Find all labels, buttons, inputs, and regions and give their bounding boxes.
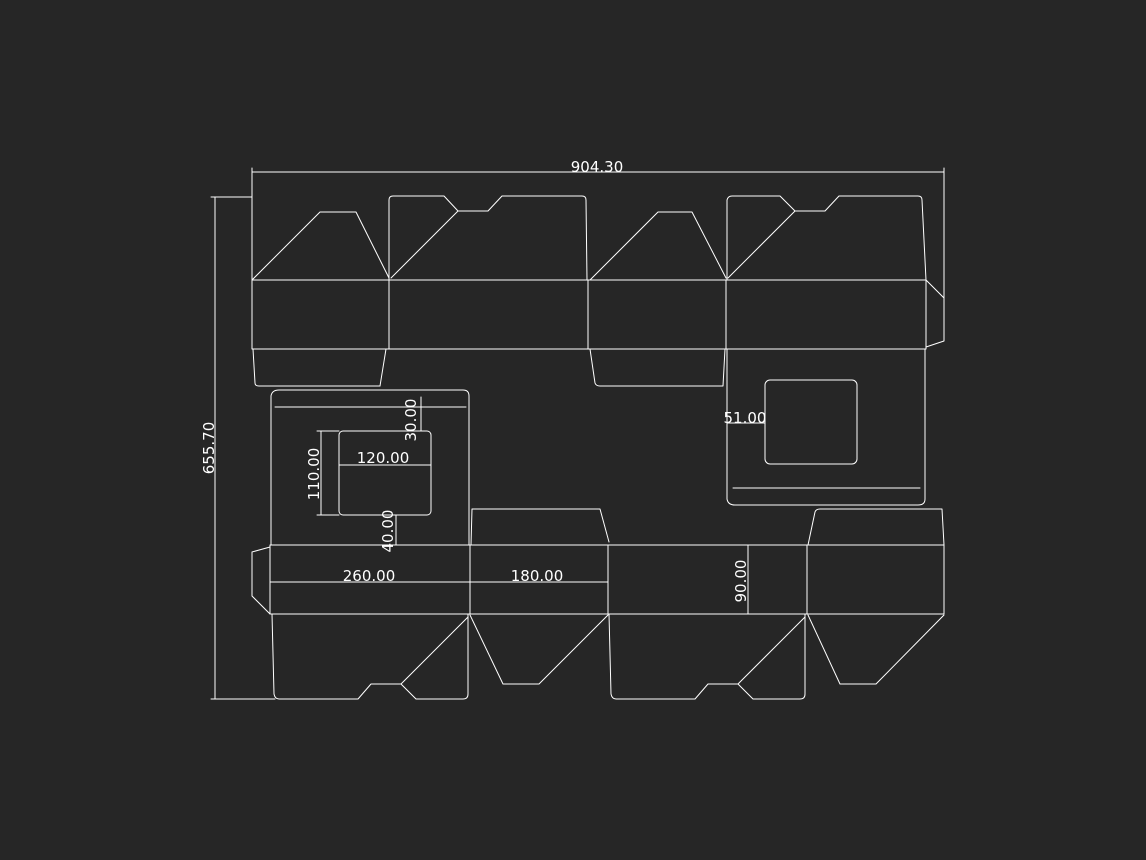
label-window-top-offset: 30.00 xyxy=(402,399,420,442)
inner-dimension-lines xyxy=(316,396,766,615)
lower-top-flap-1 xyxy=(470,508,610,546)
upper-dust-flap-2 xyxy=(589,211,727,281)
label-overall-height: 655.70 xyxy=(200,422,218,475)
label-panel-short: 180.00 xyxy=(511,567,564,585)
upper-window-cutout xyxy=(764,379,858,465)
upper-dust-flap-1 xyxy=(251,211,390,281)
upper-lid-flap-2 xyxy=(726,195,927,281)
label-overall-width: 904.30 xyxy=(571,158,624,176)
upper-lid-flap-1 xyxy=(388,195,588,281)
dimension-labels: 904.30 655.70 120.00 110.00 30.00 40.00 … xyxy=(200,158,766,602)
lower-window-panel xyxy=(270,389,470,546)
label-window-height: 110.00 xyxy=(305,448,323,501)
upper-bottom-flap-2 xyxy=(589,348,726,387)
upper-window-panel xyxy=(726,348,926,506)
label-window-width: 120.00 xyxy=(357,449,410,467)
lower-box-net xyxy=(251,389,945,700)
lower-window-cutout xyxy=(338,430,432,516)
lower-top-flap-2 xyxy=(807,508,945,546)
label-panel-depth: 90.00 xyxy=(732,560,750,603)
overall-height-dimension xyxy=(210,196,276,700)
lower-dust-flap-1 xyxy=(469,614,609,685)
upper-box-net xyxy=(251,195,945,506)
lower-dust-flap-2 xyxy=(807,614,945,685)
label-window-bottom-offset: 40.00 xyxy=(379,510,397,553)
overall-width-dimension xyxy=(251,167,945,301)
upper-bottom-flap-1 xyxy=(252,348,387,387)
lower-lid-flap-1 xyxy=(271,613,469,700)
lower-body-band xyxy=(269,544,945,615)
upper-body-band xyxy=(251,279,927,350)
upper-glue-tab xyxy=(925,279,945,348)
lower-lid-flap-2 xyxy=(608,613,806,700)
lower-glue-tab xyxy=(251,546,271,615)
label-panel-long: 260.00 xyxy=(343,567,396,585)
label-window-right: 51.00 xyxy=(724,409,767,427)
